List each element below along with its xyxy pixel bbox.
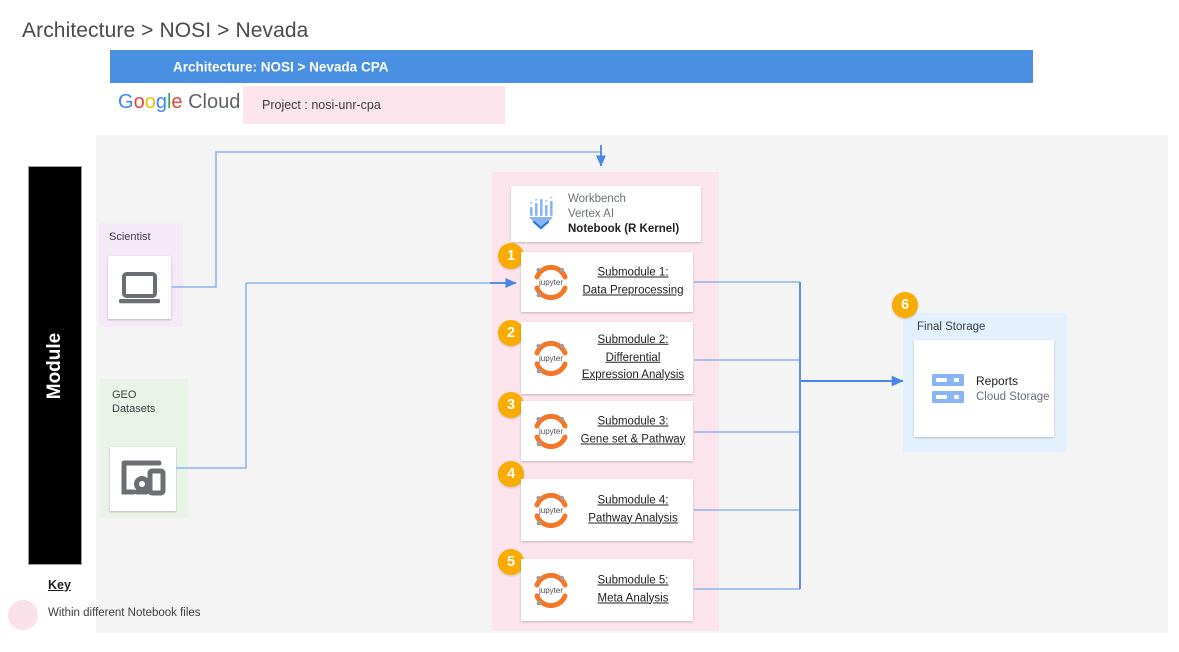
google-cloud-logo: Google Cloud xyxy=(118,91,241,113)
scientist-label: Scientist xyxy=(109,231,151,243)
badge-3: 3 xyxy=(498,392,524,418)
submodule-label-3: Submodule 3:Gene set & Pathway xyxy=(580,415,686,446)
svg-text:jupyter: jupyter xyxy=(538,354,563,363)
badge-4: 4 xyxy=(498,461,524,487)
scientist-card[interactable] xyxy=(108,256,171,319)
jupyter-icon: jupyter xyxy=(534,492,568,529)
submodule-card-4[interactable]: jupyter Submodule 4:Pathway Analysis xyxy=(521,479,693,541)
jupyter-icon: jupyter xyxy=(534,340,568,377)
laptop-icon xyxy=(119,272,160,304)
submodule-label-1: Submodule 1:Data Preprocessing xyxy=(582,266,684,297)
workbench-line3: Notebook (R Kernel) xyxy=(568,223,680,235)
reports-title: Reports xyxy=(976,373,1019,388)
workbench-line1: Workbench xyxy=(568,193,626,205)
cloud-storage-icon xyxy=(932,374,964,403)
workbench-line2: Vertex AI xyxy=(568,208,615,220)
submodule-label-4: Submodule 4:Pathway Analysis xyxy=(588,494,678,525)
module-bar: Module xyxy=(28,166,82,565)
vertex-ai-workbench-icon xyxy=(529,196,553,230)
submodule-card-5[interactable]: jupyter Submodule 5:Meta Analysis xyxy=(521,559,693,621)
svg-text:jupyter: jupyter xyxy=(538,506,563,515)
key-description: Within different Notebook files xyxy=(48,607,201,619)
svg-text:jupyter: jupyter xyxy=(538,427,563,436)
architecture-title-text: Architecture: NOSI > Nevada CPA xyxy=(173,59,389,74)
final-storage-label: Final Storage xyxy=(917,321,986,333)
submodule-card-1[interactable]: jupyter Submodule 1:Data Preprocessing xyxy=(521,252,693,312)
key-swatch-icon xyxy=(8,600,38,630)
reports-card[interactable]: Reports Cloud Storage xyxy=(914,340,1054,437)
badge-2: 2 xyxy=(498,320,524,346)
jupyter-icon: jupyter xyxy=(534,413,568,450)
badge-6: 6 xyxy=(892,292,918,318)
svg-text:jupyter: jupyter xyxy=(538,278,563,287)
key-title: Key xyxy=(48,578,71,592)
submodule-card-3[interactable]: jupyter Submodule 3:Gene set & Pathway xyxy=(521,401,693,461)
submodule-label-5: Submodule 5:Meta Analysis xyxy=(597,574,669,605)
jupyter-icon: jupyter xyxy=(534,572,568,609)
jupyter-icon: jupyter xyxy=(534,264,568,301)
badge-5: 5 xyxy=(498,549,524,575)
reports-subtitle: Cloud Storage xyxy=(976,390,1050,403)
svg-text:jupyter: jupyter xyxy=(538,586,563,595)
datasets-icon xyxy=(121,460,166,496)
vertex-ai-workbench-card[interactable]: Workbench Vertex AI Notebook (R Kernel) xyxy=(511,186,701,242)
architecture-title-bar: Architecture: NOSI > Nevada CPA xyxy=(110,50,1033,83)
project-label: Project : nosi-unr-cpa xyxy=(262,98,381,112)
project-chip: Project : nosi-unr-cpa xyxy=(243,86,505,124)
breadcrumb: Architecture > NOSI > Nevada xyxy=(22,19,309,42)
module-bar-label: Module xyxy=(44,332,65,399)
geo-datasets-card[interactable] xyxy=(110,447,176,511)
